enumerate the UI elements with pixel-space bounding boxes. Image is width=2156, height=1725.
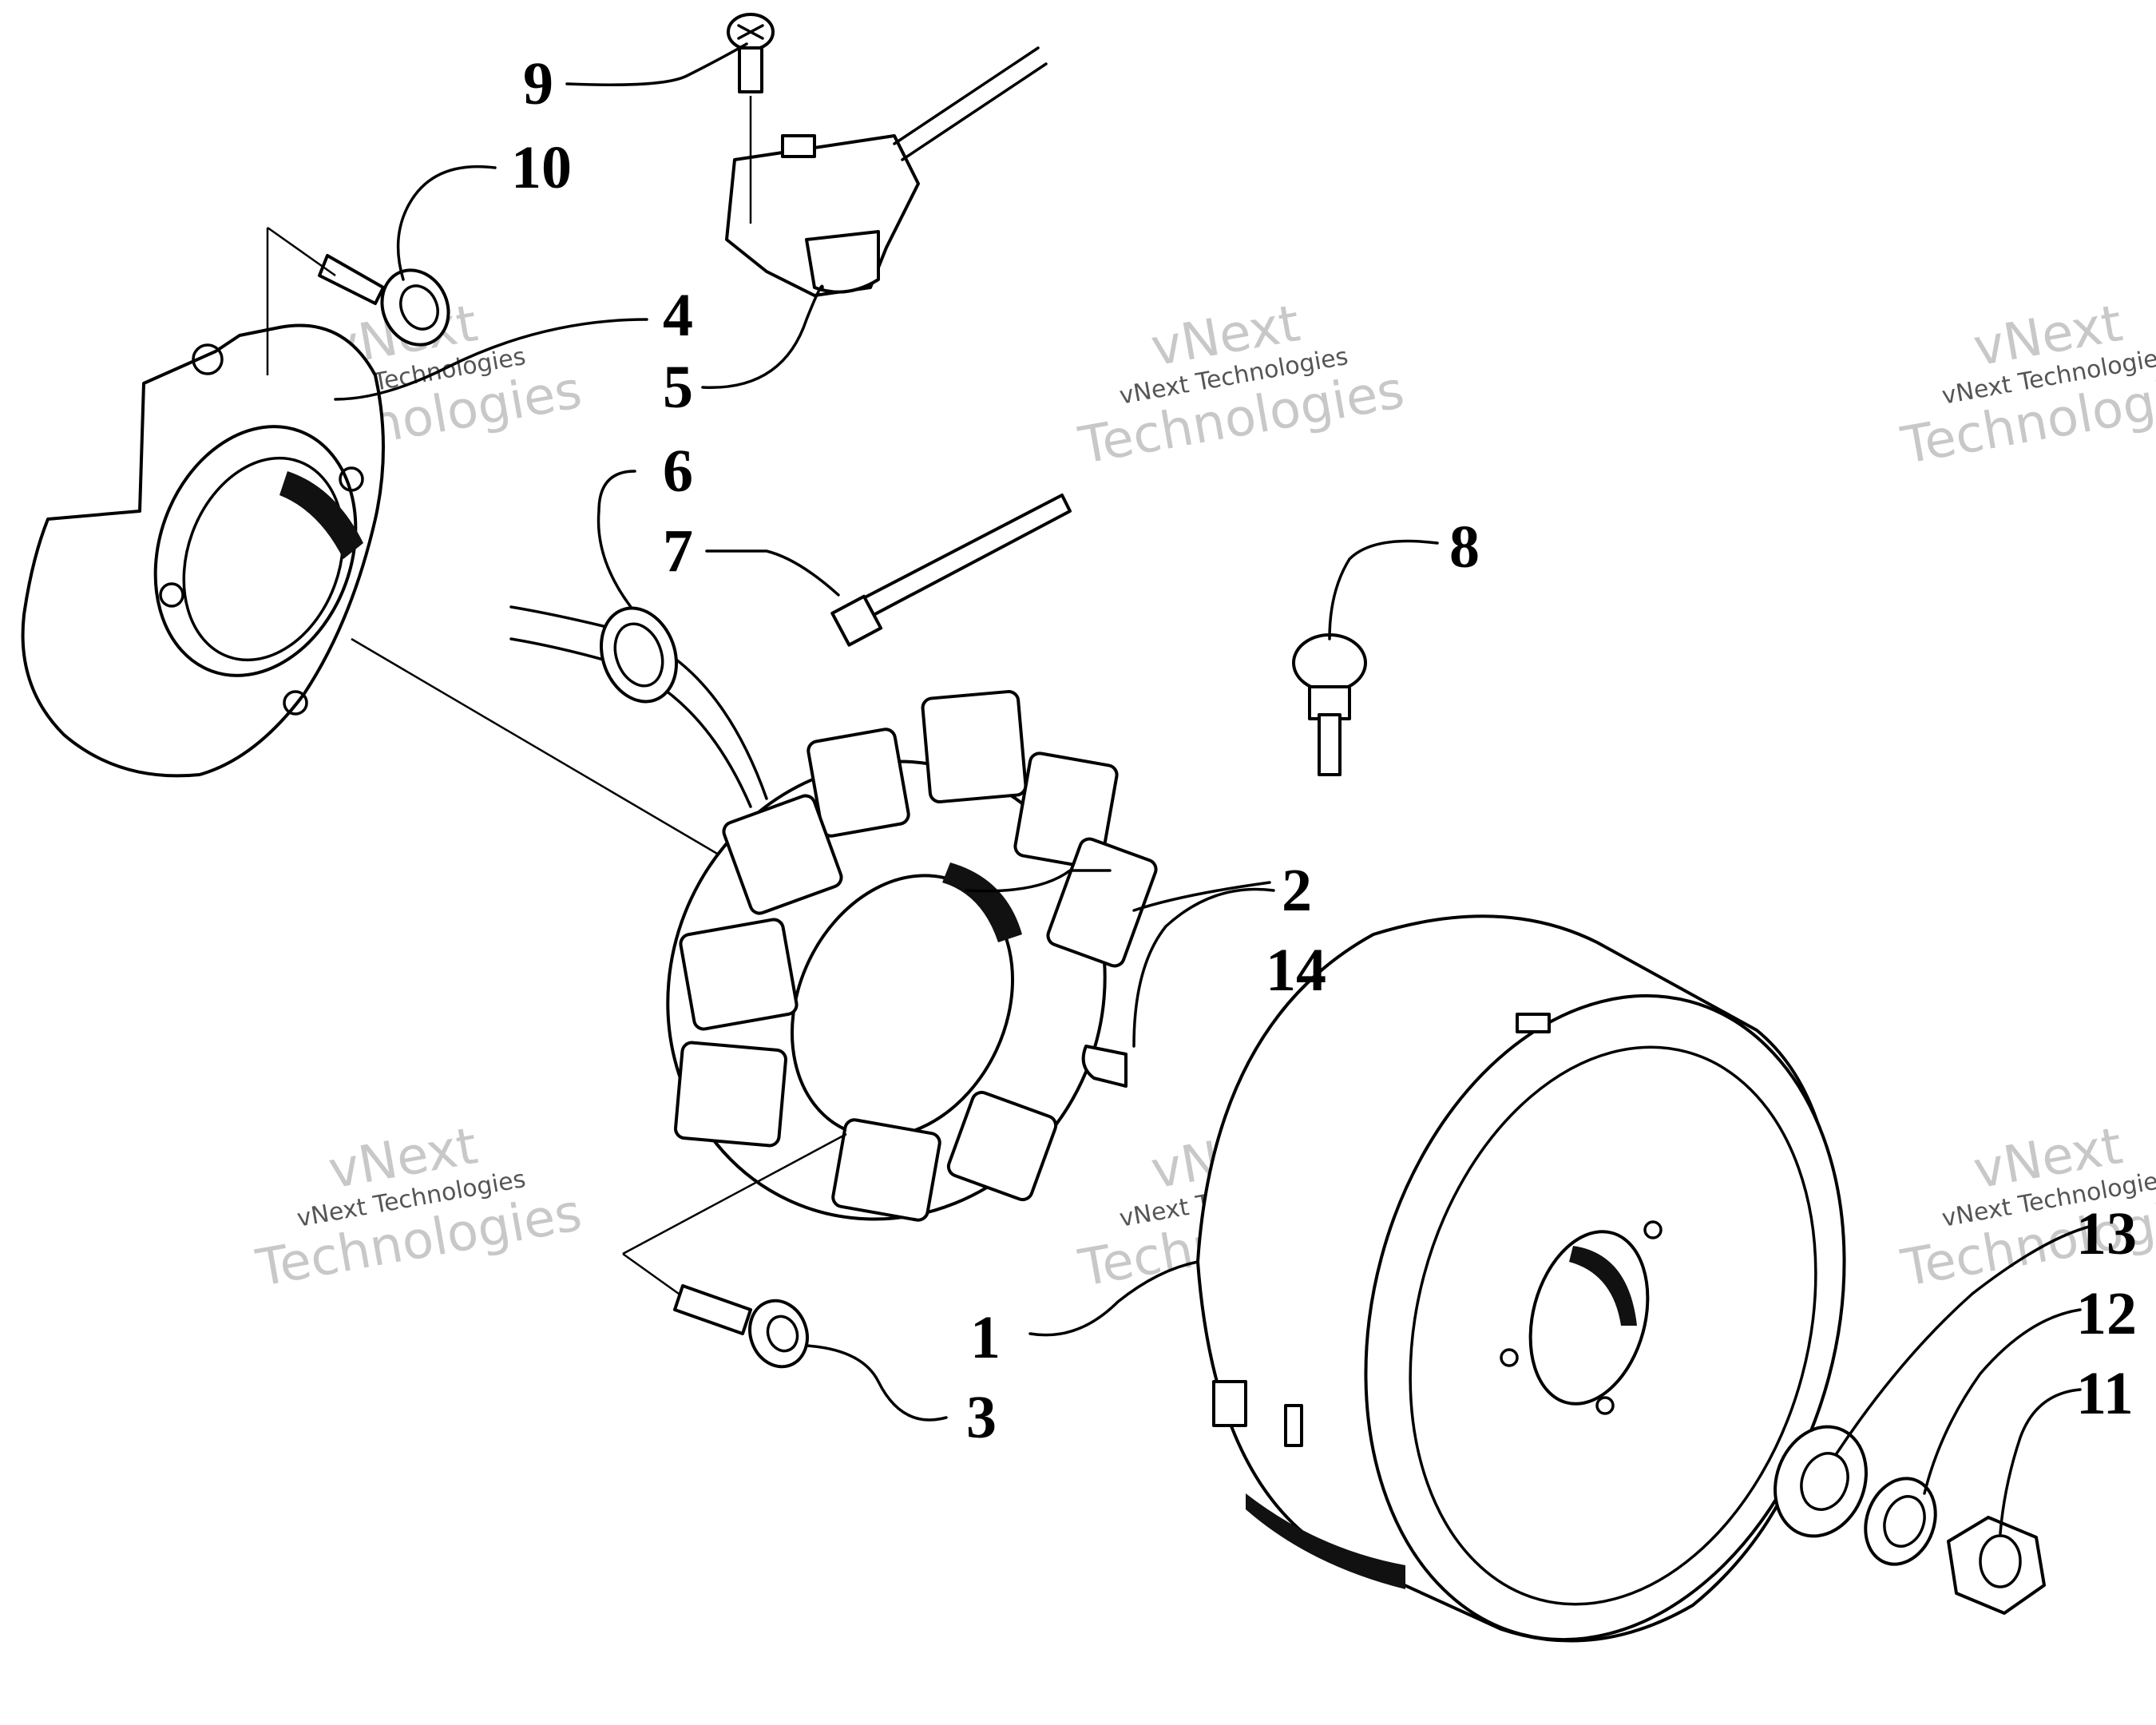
label-part-8: 8	[1449, 514, 1480, 581]
watermark-top-center: vNext vNext Technologies Technologies	[1074, 294, 1409, 476]
part-14-key	[1081, 1045, 1128, 1088]
part-6-grommet-wires	[509, 605, 768, 808]
label-part-12: 12	[2076, 1280, 2137, 1347]
part-12-lock-washer	[1864, 1477, 1937, 1566]
label-part-7: 7	[663, 518, 693, 585]
label-part-4: 4	[663, 282, 693, 349]
part-7-cable-tie	[830, 494, 1072, 647]
part-13-washer	[1774, 1425, 1868, 1538]
label-part-9: 9	[523, 50, 553, 117]
part-10-bolt	[318, 254, 450, 347]
label-part-11: 11	[2076, 1360, 2134, 1427]
part-9-screw	[727, 13, 775, 224]
label-part-2: 2	[1282, 857, 1312, 924]
label-part-10: 10	[511, 134, 572, 201]
part-3-bolt	[673, 1284, 809, 1369]
label-part-5: 5	[663, 354, 693, 421]
part-2-stator	[666, 690, 1158, 1222]
label-part-13: 13	[2076, 1200, 2137, 1267]
part-1-flywheel	[1196, 914, 1846, 1643]
part-5-pulser-coil	[725, 46, 1048, 297]
watermark-top-right: vNext vNext Technologies Technologies	[1896, 294, 2156, 476]
label-part-14: 14	[1266, 937, 1326, 1004]
part-8-bolt	[1292, 633, 1367, 776]
part-11-nut	[1947, 1516, 2046, 1615]
part-4-backing-plate	[21, 323, 385, 778]
assembly-lines	[266, 226, 847, 1295]
watermark-bottom-left: vNext vNext Technologies Technologies	[252, 1116, 586, 1299]
label-part-1: 1	[970, 1304, 1001, 1371]
label-part-6: 6	[663, 438, 693, 505]
leader-lines	[334, 42, 2094, 1535]
label-part-3: 3	[966, 1384, 997, 1451]
